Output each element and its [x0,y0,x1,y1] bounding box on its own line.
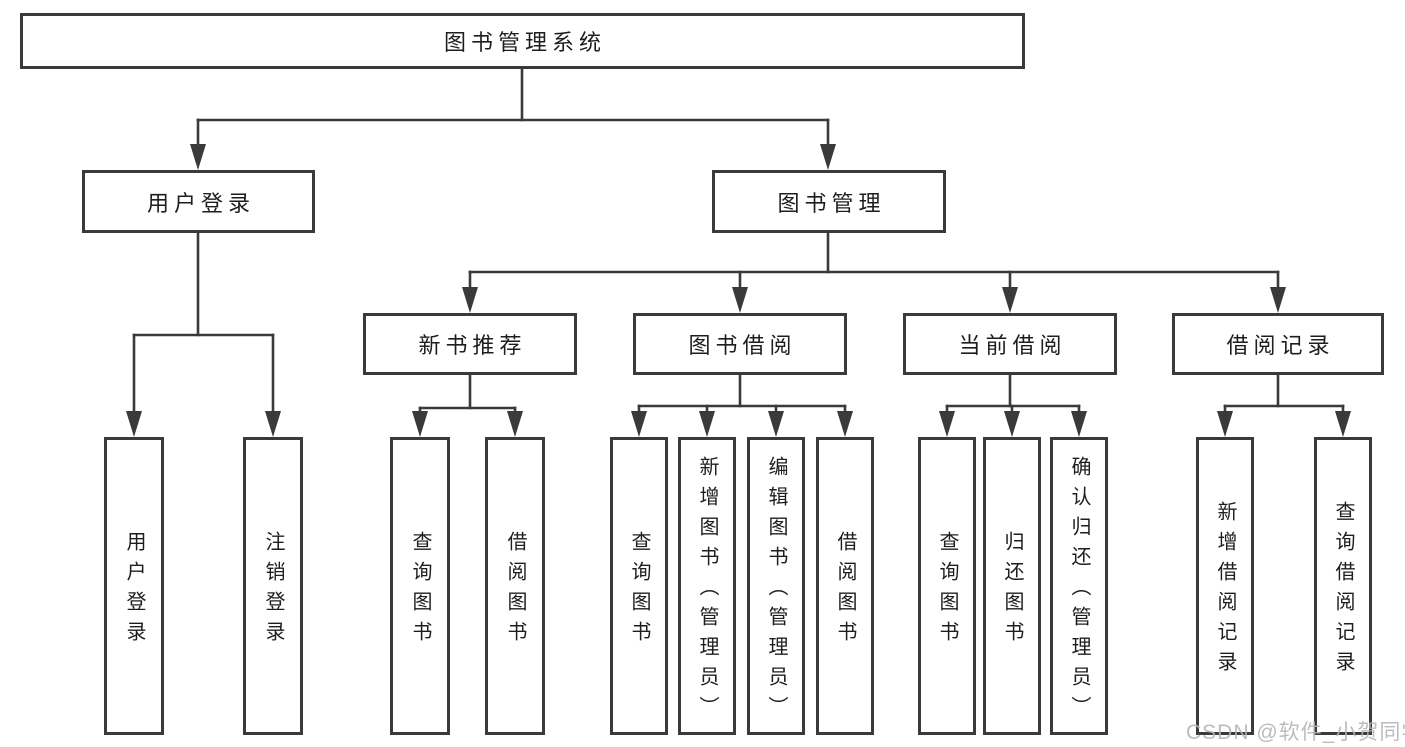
leaf-query-borrow-record: 查询借阅记录 [1314,437,1372,735]
leaf-label: 注销登录 [262,531,284,651]
leaf-label: 归还图书 [1001,531,1023,651]
leaf-add-book-admin: 新增图书（管理员） [678,437,736,735]
leaf-query-books-current: 查询图书 [918,437,976,735]
leaf-label: 借阅图书 [504,531,526,651]
leaf-label: 查询借阅记录 [1332,501,1354,681]
leaf-logout: 注销登录 [243,437,303,735]
leaf-label: 新增借阅记录 [1214,501,1236,681]
leaf-user-login: 用户登录 [104,437,164,735]
leaf-label: 查询图书 [409,531,431,651]
leaf-label: 用户登录 [123,531,145,651]
node-new-book-recommend: 新书推荐 [363,313,577,375]
arrowheads [126,144,1351,437]
node-borrow-records: 借阅记录 [1172,313,1384,375]
node-book-borrow: 图书借阅 [633,313,847,375]
node-root-system: 图书管理系统 [20,13,1025,69]
leaf-borrow-books-recommend: 借阅图书 [485,437,545,735]
leaf-edit-book-admin: 编辑图书（管理员） [747,437,805,735]
node-user-login: 用户登录 [82,170,315,233]
leaf-label: 编辑图书（管理员） [765,456,787,726]
leaf-label: 查询图书 [628,531,650,651]
leaf-query-books-borrow: 查询图书 [610,437,668,735]
leaf-label: 确认归还（管理员） [1068,456,1090,726]
leaf-confirm-return-admin: 确认归还（管理员） [1050,437,1108,735]
leaf-label: 新增图书（管理员） [696,456,718,726]
leaf-query-books-recommend: 查询图书 [390,437,450,735]
leaf-label: 借阅图书 [834,531,856,651]
leaf-label: 查询图书 [936,531,958,651]
leaf-borrow-books: 借阅图书 [816,437,874,735]
leaf-add-borrow-record: 新增借阅记录 [1196,437,1254,735]
leaf-return-books: 归还图书 [983,437,1041,735]
node-book-management: 图书管理 [712,170,946,233]
node-current-borrow: 当前借阅 [903,313,1117,375]
csdn-watermark: CSDN @软件_小贺同学 [1186,721,1405,744]
